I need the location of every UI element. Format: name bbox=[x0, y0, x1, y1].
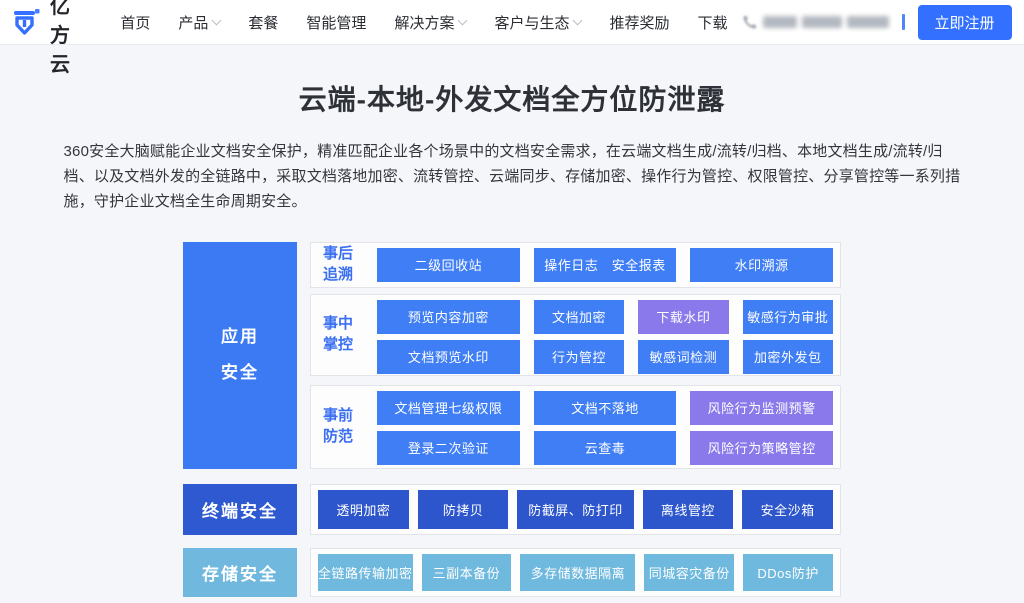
brand-name: 360亿方云 bbox=[50, 0, 71, 76]
masked-digits bbox=[762, 16, 889, 28]
nav-item-smart-management[interactable]: 智能管理 bbox=[306, 14, 367, 32]
group-label: 事前防范 bbox=[323, 407, 354, 445]
group-label: 事后追溯 bbox=[323, 245, 354, 283]
main-nav: 首页 产品 套餐 智能管理 解决方案 客户与生态 推荐奖励 下载 bbox=[106, 0, 741, 45]
feature-box: 文档管理七级权限 bbox=[377, 390, 520, 425]
phone-icon bbox=[742, 15, 757, 30]
category-app-security: 应用 安全 bbox=[183, 241, 297, 469]
security-matrix-diagram: 应用 安全 终端安全 存储安全 事后追溯 二级回收站 操作日志 安全报表 bbox=[183, 241, 841, 597]
nav-item-solutions[interactable]: 解决方案 bbox=[380, 0, 480, 45]
feature-box: 防拷贝 bbox=[417, 489, 509, 529]
feature-box: 离线管控 bbox=[642, 489, 734, 529]
feature-box: 下载水印 bbox=[638, 299, 729, 334]
feature-box: 预览内容加密 bbox=[377, 299, 520, 334]
shield-cloud-logo-icon bbox=[12, 7, 42, 37]
group-in-event-control: 事中掌控 预览内容加密 文档加密 下载水印 敏感行为审批 文档预览水印 行为管控… bbox=[310, 293, 841, 376]
group-post-event-tracing: 事后追溯 二级回收站 操作日志 安全报表 水印溯源 bbox=[310, 241, 841, 288]
group-label: 事中掌控 bbox=[323, 315, 354, 353]
brand-logo[interactable]: 360亿方云 bbox=[12, 0, 86, 77]
category-terminal-security: 终端安全 bbox=[183, 483, 297, 535]
divider bbox=[901, 14, 905, 30]
nav-item-plans[interactable]: 套餐 bbox=[248, 14, 279, 32]
masked-phone-number bbox=[742, 15, 889, 30]
nav-item-home[interactable]: 首页 bbox=[120, 14, 151, 32]
feature-box: 敏感词检测 bbox=[638, 339, 729, 374]
category-storage-security: 存储安全 bbox=[183, 547, 297, 597]
main-content: 云端-本地-外发文档全方位防泄露 360安全大脑赋能企业文档安全保护，精准匹配企… bbox=[0, 78, 1024, 597]
feature-box: 文档不落地 bbox=[533, 390, 677, 425]
group-terminal-security-features: 透明加密 防拷贝 防截屏、防打印 离线管控 安全沙箱 bbox=[310, 483, 841, 535]
hero-description: 360安全大脑赋能企业文档安全保护，精准匹配企业各个场景中的文档安全需求，在云端… bbox=[63, 143, 961, 211]
feature-box: 文档预览水印 bbox=[377, 339, 520, 374]
feature-box: 敏感行为审批 bbox=[742, 299, 833, 334]
feature-box: 透明加密 bbox=[318, 489, 409, 529]
feature-box: 风险行为监测预警 bbox=[690, 390, 834, 425]
feature-box: 云查毒 bbox=[533, 430, 677, 465]
feature-box: 多存储数据隔离 bbox=[520, 553, 636, 591]
category-column: 应用 安全 终端安全 存储安全 bbox=[183, 241, 297, 597]
chevron-down-icon bbox=[211, 15, 222, 25]
feature-box: 文档加密 bbox=[533, 299, 625, 334]
feature-box: DDos防护 bbox=[743, 553, 833, 591]
nav-item-download[interactable]: 下载 bbox=[697, 14, 728, 32]
feature-box: 水印溯源 bbox=[690, 247, 834, 282]
group-pre-event-prevention: 事前防范 文档管理七级权限 文档不落地 风险行为监测预警 登录二次验证 云查毒 … bbox=[310, 384, 841, 469]
group-storage-security-features: 全链路传输加密 三副本备份 多存储数据隔离 同城容灾备份 DDos防护 bbox=[310, 547, 841, 597]
top-navigation-bar: 360亿方云 首页 产品 套餐 智能管理 解决方案 客户与生态 推荐奖励 下载 … bbox=[0, 0, 1024, 76]
feature-box: 加密外发包 bbox=[742, 339, 833, 374]
nav-item-products[interactable]: 产品 bbox=[164, 0, 234, 45]
feature-box: 风险行为策略管控 bbox=[690, 430, 834, 465]
feature-box: 二级回收站 bbox=[377, 247, 520, 282]
register-button[interactable]: 立即注册 bbox=[917, 4, 1012, 40]
feature-box: 同城容灾备份 bbox=[644, 553, 735, 591]
feature-box: 操作日志 安全报表 bbox=[533, 247, 677, 282]
nav-item-referral-rewards[interactable]: 推荐奖励 bbox=[609, 14, 670, 32]
feature-groups: 事后追溯 二级回收站 操作日志 安全报表 水印溯源 事中掌控 预览 bbox=[310, 241, 841, 597]
feature-box: 安全沙箱 bbox=[742, 489, 833, 529]
page-title: 云端-本地-外发文档全方位防泄露 bbox=[298, 84, 726, 115]
feature-box: 防截屏、防打印 bbox=[517, 489, 634, 529]
chevron-down-icon bbox=[573, 15, 583, 25]
feature-box: 全链路传输加密 bbox=[318, 553, 413, 591]
nav-item-customers-ecosystem[interactable]: 客户与生态 bbox=[480, 0, 595, 45]
feature-box: 登录二次验证 bbox=[377, 430, 520, 465]
feature-box: 行为管控 bbox=[533, 339, 625, 374]
chevron-down-icon bbox=[458, 15, 468, 25]
header-actions: 立即注册 登录 bbox=[742, 4, 1024, 40]
feature-box: 三副本备份 bbox=[421, 553, 512, 591]
